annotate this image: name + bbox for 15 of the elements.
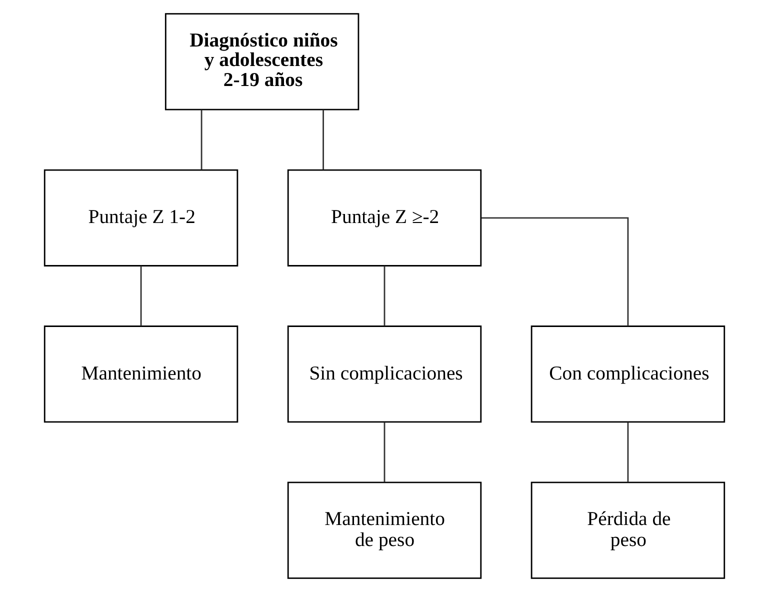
node-box: Diagnóstico niños y adolescentes 2-19 años: [164, 13, 360, 110]
connector: [481, 217, 629, 326]
connector: [384, 266, 386, 326]
node-box: Puntaje Z ≥-2: [287, 169, 482, 266]
connector: [200, 110, 202, 170]
node-box: Pérdida de peso: [530, 482, 726, 579]
node-box: Mantenimiento de peso: [287, 482, 482, 579]
node-box: Mantenimiento: [44, 326, 238, 423]
connector: [627, 422, 629, 482]
connector: [322, 110, 324, 170]
connector: [384, 422, 386, 482]
node-box: Con complicaciones: [530, 326, 726, 423]
node-box: Puntaje Z 1-2: [44, 169, 238, 266]
connector: [140, 266, 142, 326]
node-box: Sin complicaciones: [287, 326, 482, 423]
